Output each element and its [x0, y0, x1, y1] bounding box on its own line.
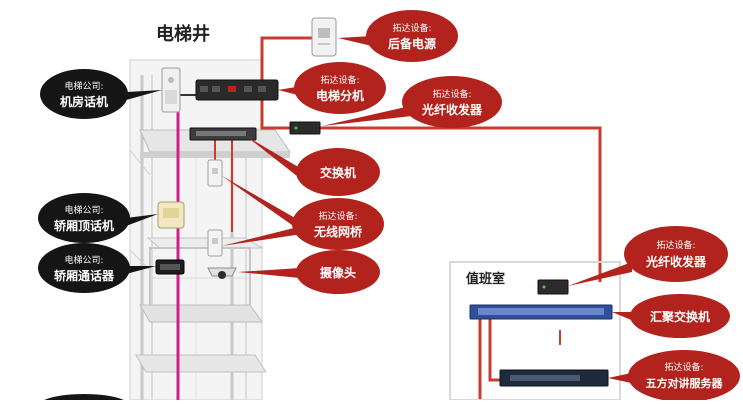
svg-text:拓达设备:: 拓达设备:: [320, 74, 359, 86]
callout-wireless-bridge: 拓达设备: 无线网桥: [292, 198, 384, 250]
svg-text:电梯公司:: 电梯公司:: [64, 80, 103, 92]
callout-fiber-transceiver-room: 拓达设备: 光纤收发器: [624, 226, 728, 282]
callout-camera: 摄像头: [296, 250, 380, 294]
aggregation-switch-device: [469, 304, 613, 320]
svg-text:拓达设备:: 拓达设备:: [664, 361, 703, 373]
svg-text:汇聚交换机: 汇聚交换机: [650, 309, 710, 324]
svg-text:电梯公司:: 电梯公司:: [64, 204, 103, 216]
wireless-bridge-lower-device: [207, 229, 223, 257]
callout-car-top-phone: 电梯公司: 轿厢顶话机: [38, 193, 130, 243]
svg-text:电梯公司:: 电梯公司:: [64, 254, 103, 266]
callout-pointers: [126, 36, 636, 384]
svg-text:拓达设备:: 拓达设备:: [432, 88, 471, 100]
shaft-title: 电梯井: [156, 23, 210, 45]
machine-room-phone-device: [161, 67, 181, 113]
wireless-bridge-upper-device: [207, 159, 223, 187]
svg-text:电梯分机: 电梯分机: [316, 88, 364, 103]
callout-fiber-transceiver-top: 拓达设备: 光纤收发器: [402, 76, 502, 128]
svg-text:轿厢通话器: 轿厢通话器: [54, 268, 115, 283]
callout-backup-power: 拓达设备: 后备电源: [366, 10, 458, 62]
svg-text:光纤收发器: 光纤收发器: [421, 102, 483, 117]
fiber-transceiver-top-device: [289, 121, 321, 135]
svg-text:摄像头: 摄像头: [320, 265, 356, 280]
callout-car-intercom: 电梯公司: 轿厢通话器: [38, 243, 130, 293]
wiring: [176, 36, 602, 400]
svg-text:机房话机: 机房话机: [60, 94, 108, 109]
callout-machine-room-phone: 电梯公司: 机房话机: [40, 69, 128, 119]
callout-aggregation-switch: 汇聚交换机: [630, 294, 730, 338]
elevator-distributor-device: [195, 79, 279, 101]
svg-text:拓达设备:: 拓达设备:: [656, 239, 695, 251]
svg-text:拓达设备:: 拓达设备:: [318, 210, 357, 222]
callout-elevator-distributor: 拓达设备: 电梯分机: [294, 62, 386, 114]
svg-text:无线网桥: 无线网桥: [313, 224, 363, 239]
svg-text:后备电源: 后备电源: [388, 36, 436, 51]
intercom-server-device: [499, 369, 609, 387]
duty-room-label: 值班室: [466, 271, 505, 287]
svg-text:光纤收发器: 光纤收发器: [645, 254, 707, 269]
callout-switch: 交换机: [296, 148, 380, 196]
camera-device: [207, 267, 237, 279]
callout-partial-bottom: [38, 394, 130, 404]
svg-text:五方对讲服务器: 五方对讲服务器: [646, 376, 724, 390]
fiber-transceiver-room-device: [537, 279, 569, 295]
callout-intercom-server: 拓达设备: 五方对讲服务器: [628, 350, 740, 402]
svg-text:轿厢顶话机: 轿厢顶话机: [54, 218, 114, 233]
car-top-phone-device: [157, 201, 185, 229]
svg-text:交换机: 交换机: [320, 165, 356, 180]
car-intercom-device: [155, 259, 185, 275]
backup-power-device: [311, 17, 337, 57]
svg-text:拓达设备:: 拓达设备:: [392, 22, 431, 34]
switch-device: [189, 127, 257, 141]
